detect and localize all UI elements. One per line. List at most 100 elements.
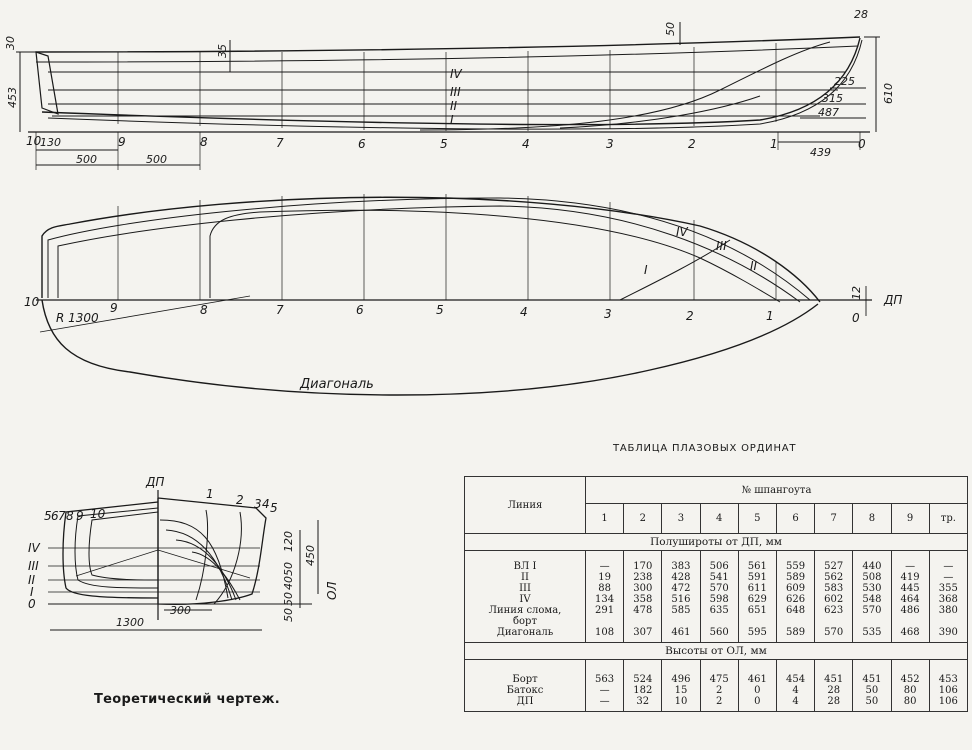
body-plan [48,490,319,631]
table-cell [626,616,659,627]
body-dim-50: 50 [282,608,295,622]
table-cell: 380 [938,605,958,616]
table-cell: 440 [862,561,882,572]
table-cell: 496 [671,674,691,685]
table-cell: 451 [824,674,844,685]
table-cell: 560 [709,627,729,638]
table-cell: 583 [824,583,844,594]
table-cell: 4 [792,696,799,707]
plan-station-label: 3 [604,307,612,321]
table-cell: 28 [827,696,841,707]
frame-number: 2 [623,503,663,534]
table-cell: 358 [633,594,653,605]
table-cell: 626 [785,594,806,605]
table-cell: — [905,561,916,572]
table-cell: — [599,561,610,572]
body-aft-station-label: 7 [58,509,66,523]
dim-stem-439: 439 [810,146,831,159]
dim-stem-angle: 28 [854,8,868,21]
profile-station-label: 10 [26,134,42,148]
table-cell: 80 [903,696,917,707]
table-cell: 108 [595,627,615,638]
plan-waterline-label: IV [676,225,689,239]
table-cell: 383 [671,561,691,572]
plan-station-label: 9 [110,301,118,315]
drawing-caption: Теоретический чертеж. [94,692,280,707]
body-waterline-label: I [30,585,34,599]
body-dim-1300: 1300 [116,616,144,629]
table-cell: 15 [674,685,688,696]
body-waterline-label: III [28,559,39,573]
section-half-breadths: Полуширoты от ДП, мм [464,533,968,551]
profile-station-label: 2 [688,137,696,151]
table-cell: 0 [754,696,761,707]
body-fwd-station-label: 1 [206,487,214,501]
section-heights: Высоты от ОЛ, мм [464,642,968,660]
height-row-label: Батокс [506,685,544,696]
body-aft-station-label: 5 [44,509,52,523]
body-fwd-station-label: 4 [262,497,270,511]
table-cell: 591 [747,572,767,583]
half-breadth-row-label: борт [513,616,537,627]
frame-number: 5 [737,503,777,534]
table-cell: 2 [715,685,723,696]
table-cell: 355 [938,583,958,594]
body-aft-station-label: 8 [66,509,74,523]
table-cell [703,616,736,627]
plan-station-label: 1 [766,309,774,323]
half-breadth-row-label: III [519,583,531,594]
body-dim-450: 450 [304,545,317,566]
table-cell: — [943,572,954,583]
profile-station-label: 7 [276,136,284,150]
plan-waterline-label: III [716,239,727,253]
table-cell: 648 [785,605,806,616]
body-fwd-station-label: 2 [236,493,244,507]
table-cell: 629 [747,594,767,605]
dim-transom-height: 453 [6,87,19,108]
frame-number: 7 [814,503,854,534]
table-cell: 2 [715,696,723,707]
body-fwd-station-label: 3 [254,497,262,511]
profile-view [16,22,880,170]
table-cell: — [599,696,610,707]
table-cell: 106 [938,685,958,696]
frame-number: 1 [584,503,625,534]
table-cell: 524 [633,674,653,685]
frame-number: 3 [661,503,701,534]
col-header-frames: № шпангоута [585,476,968,504]
frame-number: 8 [852,503,892,534]
frame-number: тр. [928,503,969,534]
plan-station-label: 6 [356,303,364,317]
table-cell: 300 [633,583,653,594]
plan-station-label: 10 [24,295,40,309]
height-column: 563—— [584,659,625,712]
table-cell: 530 [862,583,882,594]
table-cell: 561 [747,561,767,572]
table-cell: 570 [824,627,844,638]
body-dim-120: 120 [282,531,295,552]
table-cell: 623 [824,605,844,616]
body-fwd-station-label: 5 [270,501,278,515]
body-waterline-label: II [28,573,36,587]
table-cell: — [599,685,610,696]
profile-waterline-label: II [450,99,458,113]
profile-station-label: 5 [440,137,448,151]
table-cell: 486 [900,605,920,616]
table-cell: 548 [862,594,882,605]
table-title: ТАБЛИЦА ПЛАЗОВЫХ ОРДИНАТ [613,443,797,454]
dim-top-right: 50 [664,22,677,36]
table-cell: 570 [709,583,729,594]
table-cell [855,616,888,627]
table-cell: 595 [747,627,767,638]
profile-waterline-label: IV [450,67,463,81]
table-cell: 19 [598,572,611,583]
dim-sheer-offset: 35 [216,44,229,58]
